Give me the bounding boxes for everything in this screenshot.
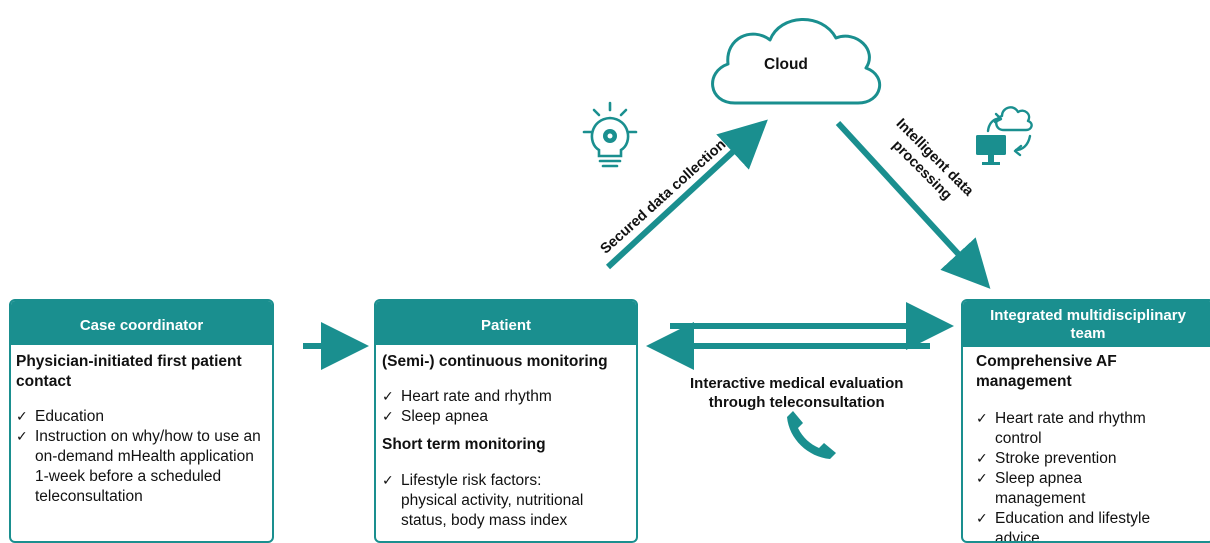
list-item: Education and lifestyle advice: [976, 509, 1165, 541]
monitor-stand: [988, 155, 994, 162]
case-coordinator-list: Education Instruction on why/how to use …: [16, 407, 266, 507]
list-item: Heart rate and rhythm control: [976, 409, 1155, 449]
list-item: Education: [16, 407, 266, 427]
team-header-line1: Integrated multidisciplinary: [990, 307, 1186, 324]
patient-header: Patient: [376, 301, 636, 345]
continuous-monitoring-list: Heart rate and rhythm Sleep apnea: [382, 387, 592, 427]
list-item: Heart rate and rhythm: [382, 387, 592, 407]
list-item: Instruction on why/how to use an on-dema…: [16, 427, 266, 507]
intelligent-processing-arrow: [835, 120, 991, 289]
monitor-screen: [976, 135, 1006, 155]
team-header: Integrated multidisciplinary team: [963, 301, 1210, 347]
short-term-monitoring-list: Lifestyle risk factors: physical activit…: [382, 471, 600, 531]
team-subtitle-line2: management: [976, 373, 1072, 390]
monitor-base: [982, 162, 1000, 165]
interactive-evaluation-line2: through teleconsultation: [708, 394, 885, 411]
phone-icon: [787, 411, 836, 459]
list-item: Lifestyle risk factors: physical activit…: [382, 471, 600, 531]
case-coordinator-subtitle-line1: Physician-initiated first patient: [16, 353, 242, 370]
case-coordinator-subtitle-line2: contact: [16, 373, 72, 390]
list-item: Stroke prevention: [976, 449, 1176, 469]
case-coordinator-box: Case coordinator Physician-initiated fir…: [9, 299, 274, 543]
team-subtitle: Comprehensive AF management: [976, 352, 1156, 392]
team-header-line2: team: [1070, 325, 1106, 342]
patient-box: Patient (Semi-) continuous monitoring He…: [374, 299, 638, 543]
secured-data-arrow: [605, 119, 768, 270]
interactive-evaluation-line1: Interactive medical evaluation: [690, 375, 904, 392]
list-item: Sleep apnea: [382, 407, 592, 427]
case-coordinator-subtitle: Physician-initiated first patient contac…: [16, 352, 266, 392]
case-coordinator-header: Case coordinator: [11, 301, 272, 345]
short-term-monitoring-title: Short term monitoring: [382, 436, 546, 453]
team-list: Heart rate and rhythm control Stroke pre…: [976, 409, 1176, 541]
list-item: Sleep apnea management: [976, 469, 1176, 509]
cloud-sync-monitor-icon: [986, 106, 1033, 157]
interactive-evaluation-label: Interactive medical evaluation through t…: [690, 374, 903, 412]
lightbulb-gear-icon: [582, 101, 638, 168]
cloud-label: Cloud: [764, 56, 808, 73]
continuous-monitoring-title: (Semi-) continuous monitoring: [382, 353, 608, 370]
team-box: Integrated multidisciplinary team Compre…: [961, 299, 1210, 543]
cloud-shape: [711, 18, 882, 105]
team-subtitle-line1: Comprehensive AF: [976, 353, 1117, 370]
